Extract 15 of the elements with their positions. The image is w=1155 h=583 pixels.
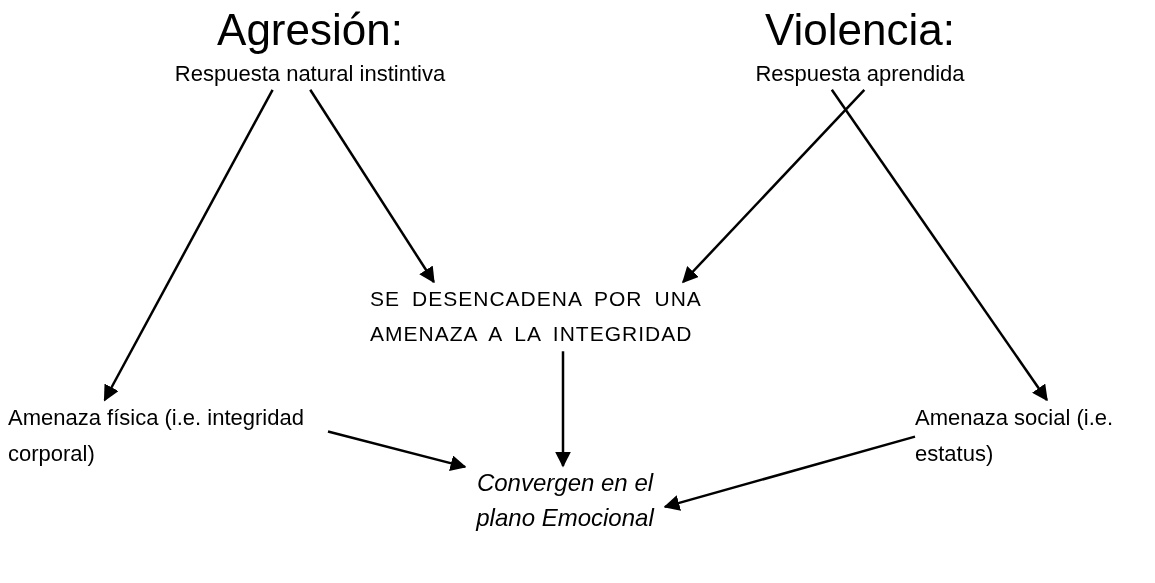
subtitle: Respuesta aprendida	[754, 59, 966, 88]
node-text: Amenaza física (i.e. integridad corporal)	[8, 400, 328, 473]
arrow	[555, 351, 571, 468]
arrow	[309, 89, 435, 284]
arrow	[663, 435, 916, 511]
heading: Agresión:	[216, 4, 404, 56]
node-text: Amenaza social (i.e. estatus)	[915, 400, 1147, 473]
heading: Violencia:	[764, 4, 956, 56]
node-text: Convergen en el plano Emocional	[465, 466, 665, 536]
node-text: SE DESENCADENA POR UNA AMENAZA A LA INTEGRIDAD	[370, 282, 760, 352]
arrow	[682, 88, 866, 284]
arrow	[327, 430, 467, 471]
arrow	[830, 89, 1048, 402]
subtitle: Respuesta natural instintiva	[173, 59, 447, 88]
arrow	[103, 89, 274, 402]
